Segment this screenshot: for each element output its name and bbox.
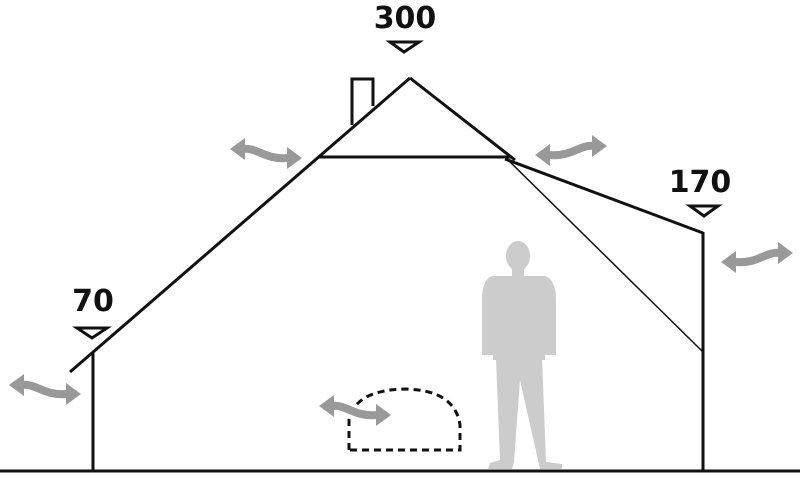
height-label-right-wall: 170	[669, 165, 732, 200]
door-dome-outline	[347, 387, 462, 452]
person-silhouette-icon	[482, 241, 562, 469]
ventilation-arrow-icon	[721, 242, 793, 273]
height-label-peak: 300	[374, 1, 437, 36]
height-marker-icon	[72, 326, 112, 340]
tent-outline	[69, 76, 705, 471]
height-marker-icon	[685, 204, 723, 218]
chimney-vent-icon	[350, 77, 375, 125]
ventilation-arrow-icon	[535, 135, 607, 166]
ventilation-arrow-icon	[9, 374, 81, 405]
ventilation-arrow-icon	[230, 138, 302, 169]
height-marker-icon	[385, 40, 424, 54]
ventilation-arrow-icon	[319, 395, 391, 426]
height-label-left-wall: 70	[72, 284, 114, 319]
